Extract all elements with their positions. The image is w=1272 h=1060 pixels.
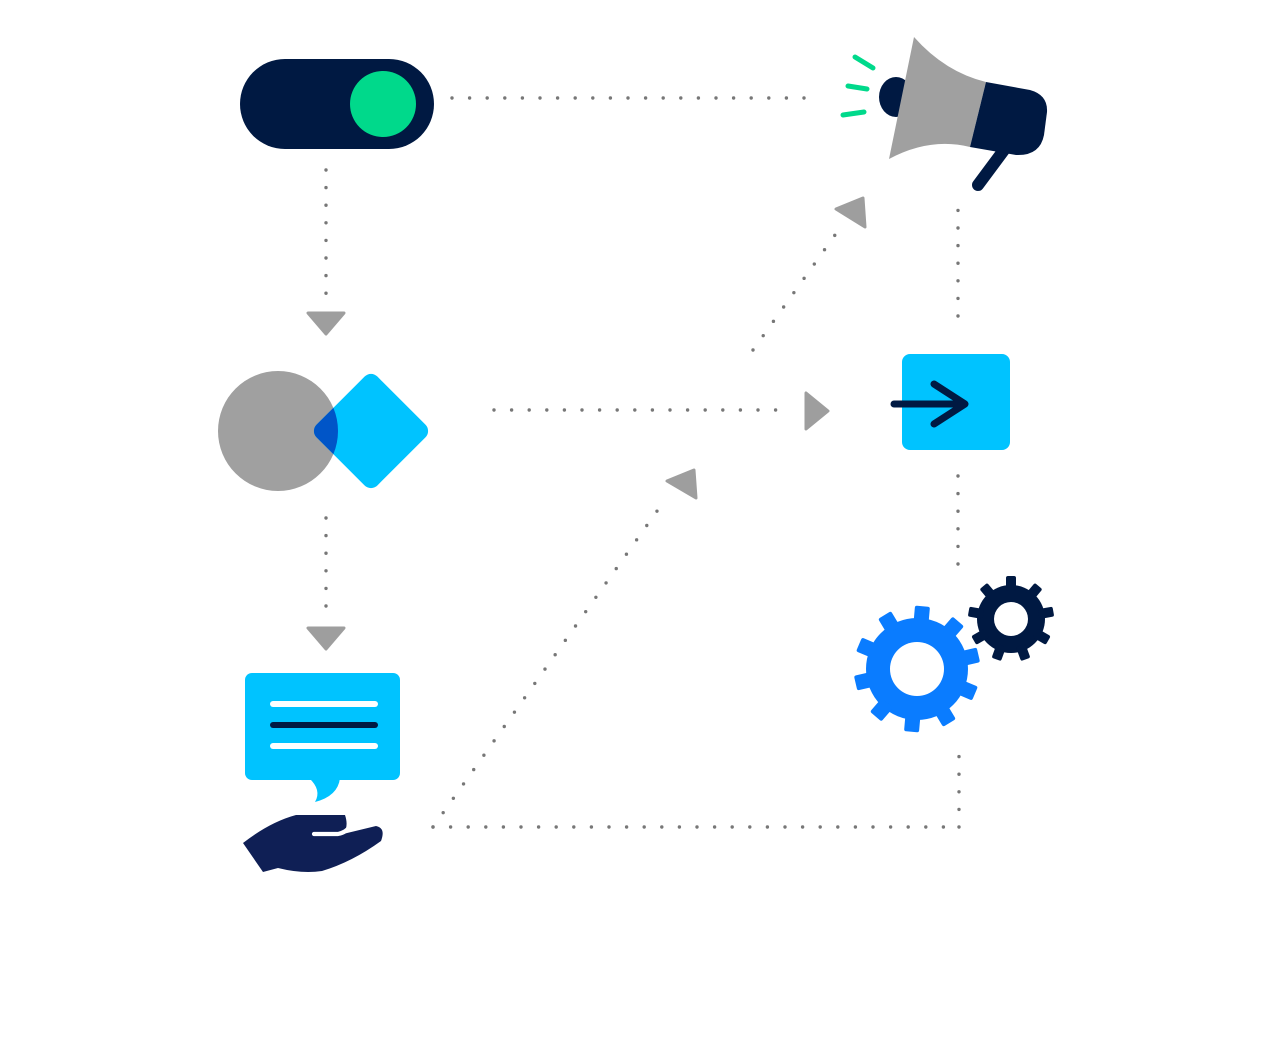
megaphone-cone	[889, 37, 986, 159]
arrowhead-diagonal-lower	[665, 468, 698, 500]
megaphone-sound-line-2	[845, 83, 870, 92]
megaphone-sound-line-3	[840, 109, 867, 118]
gear-hole	[994, 602, 1028, 636]
connector-hand-upper-diagonal	[431, 495, 669, 829]
gear-tooth	[1038, 606, 1054, 619]
connector-mid-megaphone-diagonal	[751, 226, 842, 352]
gear-tooth	[956, 680, 978, 700]
action-arrow-head	[930, 380, 969, 428]
megaphone-icon	[840, 37, 1048, 191]
arrowhead-right-to-action	[804, 391, 830, 431]
arrow-right-square-icon	[890, 354, 1010, 450]
arrowheads	[306, 196, 867, 651]
connectors	[324, 96, 961, 829]
megaphone-handle	[972, 144, 1010, 191]
decision-circle	[218, 371, 338, 491]
gear-tooth	[980, 583, 997, 600]
megaphone-sound-line-1	[852, 54, 876, 71]
gears-icon	[854, 576, 1054, 733]
gear-tooth	[959, 647, 980, 666]
toggle-switch-icon	[240, 59, 434, 149]
gear-tooth	[870, 698, 893, 721]
arrowhead-diagonal-upper	[834, 196, 867, 229]
chat-bubble-icon	[245, 673, 400, 802]
arrowhead-down-to-decision	[306, 311, 346, 336]
circle-diamond-overlap-icon	[218, 371, 429, 491]
gear-hole	[890, 642, 944, 696]
arrowhead-down-to-message	[306, 626, 346, 651]
gear-tooth	[1025, 583, 1042, 600]
gear-tooth	[968, 606, 984, 619]
gear-tooth	[854, 672, 875, 691]
gear-tooth	[856, 638, 878, 658]
gear-tooth	[971, 629, 989, 645]
gear-tooth	[913, 605, 930, 625]
gear-tooth	[934, 704, 956, 727]
open-hand-icon	[243, 815, 383, 872]
decision-diamond	[313, 373, 429, 489]
toggle-knob	[350, 71, 416, 137]
gear-tooth	[878, 611, 900, 634]
gear-tooth	[904, 713, 921, 733]
chat-bubble-hand-icon	[243, 673, 400, 872]
gear-tooth	[941, 617, 964, 640]
gear-tooth	[992, 644, 1006, 661]
megaphone-body	[970, 82, 1048, 156]
gear-tooth	[1016, 644, 1030, 661]
gear-tooth	[1006, 576, 1016, 591]
gear-large-icon	[854, 605, 980, 733]
gear-small-icon	[968, 576, 1054, 661]
gear-tooth	[1033, 629, 1051, 645]
